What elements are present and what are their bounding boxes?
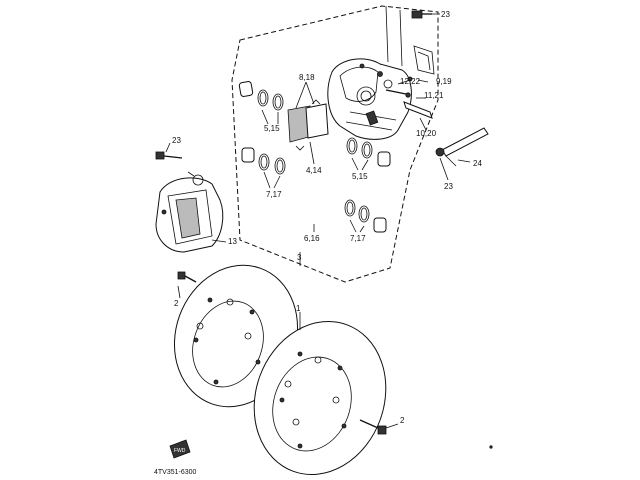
callout-3: 3 [297, 253, 302, 262]
caliper-mounting-bolt-top [385, 5, 432, 67]
left-caliper-bolt [155, 151, 183, 160]
callout-10-20: 10,20 [416, 129, 437, 138]
callout-8-18: 8,18 [299, 73, 315, 82]
pad-spring-clip [413, 45, 435, 75]
callout-9-19: 9,19 [436, 77, 452, 86]
front-brake-caliper-left [155, 171, 224, 253]
callout-23-top: 23 [441, 10, 450, 19]
forward-direction-badge: FWD [169, 439, 191, 459]
front-brake-caliper-right [327, 58, 412, 140]
caliper-bracket-24 [435, 127, 489, 167]
leader-lines [165, 13, 471, 429]
callout-5-15-top: 5,15 [264, 124, 280, 133]
callout-2-left: 2 [174, 299, 179, 308]
callout-23-left: 23 [172, 136, 181, 145]
callout-7-17-bottom: 7,17 [350, 234, 366, 243]
pad-pin-assembly [385, 76, 433, 119]
callout-23-right: 23 [444, 182, 453, 191]
brake-disc-right [253, 321, 387, 475]
piston-seal-group-bottom [344, 199, 387, 233]
callout-5-15-middle: 5,15 [352, 172, 368, 181]
callout-12-22: 12,22 [400, 77, 421, 86]
callout-7-17-middle: 7,17 [266, 190, 282, 199]
disc-bolt-right [359, 419, 387, 435]
forward-badge-text: FWD [174, 448, 186, 454]
piston-seal-group-middle-left [241, 147, 286, 175]
reference-dot [489, 445, 493, 449]
callout-4-14: 4,14 [306, 166, 322, 175]
callout-1: 1 [296, 304, 301, 313]
caliper-assembly-boundary [231, 5, 439, 283]
brake-pad-set-top [287, 99, 329, 151]
callout-11-21: 11,21 [424, 91, 444, 100]
piston-seal-group-middle-right [346, 137, 391, 167]
callout-13: 13 [228, 237, 237, 246]
diagram-part-code: 4TV351-6300 [154, 469, 197, 476]
callout-24: 24 [473, 159, 482, 168]
piston-seal-group-top-left [238, 81, 284, 111]
callout-2-right: 2 [400, 416, 405, 425]
disc-bolt-left [177, 271, 197, 283]
callout-6-16: 6,16 [304, 234, 320, 243]
